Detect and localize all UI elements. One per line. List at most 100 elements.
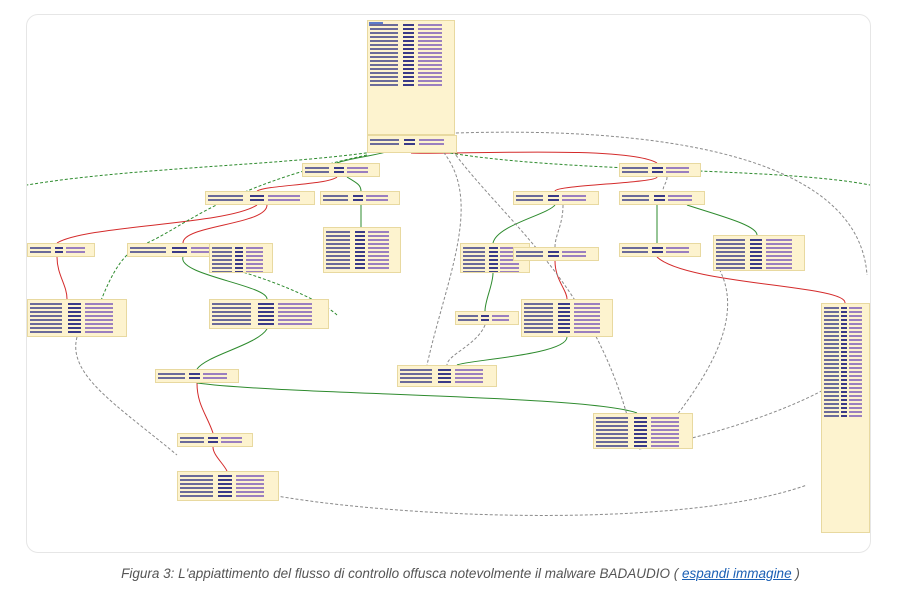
code-block[interactable] <box>320 191 400 205</box>
asm-token <box>488 247 498 249</box>
asm-token <box>622 251 648 253</box>
asm-token <box>716 247 746 249</box>
asm-line <box>596 425 690 427</box>
code-block[interactable] <box>205 191 315 205</box>
asm-token <box>463 263 485 265</box>
code-block[interactable] <box>521 299 613 337</box>
asm-token <box>180 441 204 443</box>
asm-token <box>212 307 251 309</box>
flow-edge <box>75 336 178 456</box>
asm-line <box>524 311 610 313</box>
asm-token <box>824 315 839 317</box>
asm-token <box>841 315 848 317</box>
expand-image-link[interactable]: espandi immagine <box>682 566 792 581</box>
asm-token <box>848 311 862 313</box>
code-block[interactable] <box>513 191 599 205</box>
asm-token <box>765 251 792 253</box>
code-block[interactable] <box>821 303 870 533</box>
asm-line <box>370 32 452 34</box>
asm-token <box>841 351 848 353</box>
asm-token <box>403 143 416 145</box>
asm-token <box>326 247 351 249</box>
asm-line <box>824 367 867 369</box>
asm-token <box>370 40 398 42</box>
asm-line <box>305 171 377 173</box>
asm-token <box>203 377 227 379</box>
asm-line <box>370 80 452 82</box>
code-block[interactable] <box>177 471 279 501</box>
asm-token <box>848 363 862 365</box>
code-block[interactable] <box>367 135 457 153</box>
asm-token <box>437 373 451 375</box>
asm-token <box>403 139 416 141</box>
code-block[interactable] <box>619 163 701 177</box>
code-block[interactable] <box>323 227 401 273</box>
asm-token <box>841 359 848 361</box>
asm-token <box>516 255 544 257</box>
code-block[interactable] <box>619 243 701 257</box>
asm-token <box>500 263 520 265</box>
asm-token <box>841 407 848 409</box>
caption-close: ) <box>795 566 800 581</box>
asm-token <box>417 48 443 50</box>
code-block[interactable] <box>619 191 705 205</box>
asm-token <box>400 373 432 375</box>
asm-token <box>268 195 300 197</box>
code-block[interactable] <box>177 433 253 447</box>
asm-token <box>750 243 763 245</box>
asm-token <box>558 331 571 333</box>
asm-line <box>824 383 867 385</box>
asm-token <box>848 347 862 349</box>
asm-token <box>765 255 792 257</box>
asm-token <box>180 475 213 477</box>
asm-token <box>716 267 746 269</box>
asm-token <box>750 255 763 257</box>
asm-token <box>596 421 628 423</box>
code-block[interactable] <box>209 299 329 329</box>
flow-edge <box>226 484 808 516</box>
asm-token <box>454 381 483 383</box>
code-block[interactable] <box>367 20 455 135</box>
asm-token <box>824 367 839 369</box>
asm-line <box>622 167 698 169</box>
code-block[interactable] <box>513 247 599 261</box>
asm-token <box>245 259 264 261</box>
code-block[interactable] <box>455 311 519 325</box>
asm-token <box>158 377 185 379</box>
asm-line <box>824 407 867 409</box>
asm-token <box>750 267 763 269</box>
flow-edge <box>446 324 486 366</box>
code-block[interactable] <box>27 299 127 337</box>
asm-token <box>524 319 554 321</box>
asm-line <box>824 323 867 325</box>
asm-token <box>463 271 485 272</box>
asm-token <box>633 433 647 435</box>
asm-token <box>596 417 628 419</box>
asm-token <box>558 315 571 317</box>
asm-token <box>30 307 62 309</box>
asm-line <box>326 267 398 269</box>
asm-token <box>848 403 862 405</box>
asm-token <box>323 199 349 201</box>
code-block[interactable] <box>397 365 497 387</box>
code-block[interactable] <box>155 369 239 383</box>
asm-token <box>352 199 363 201</box>
asm-token <box>346 167 369 169</box>
asm-line <box>30 315 124 317</box>
code-block[interactable] <box>302 163 380 177</box>
code-block[interactable] <box>713 235 805 271</box>
asm-line <box>596 445 690 447</box>
control-flow-graph[interactable] <box>27 15 870 552</box>
asm-token <box>848 387 862 389</box>
asm-line <box>30 323 124 325</box>
asm-line <box>212 323 326 325</box>
flow-edge <box>182 204 268 244</box>
code-block[interactable] <box>209 243 273 273</box>
asm-token <box>333 171 344 173</box>
asm-token <box>402 76 415 78</box>
asm-token <box>370 80 398 82</box>
asm-line <box>212 247 270 249</box>
code-block[interactable] <box>27 243 95 257</box>
asm-line <box>716 255 802 257</box>
code-block[interactable] <box>593 413 693 449</box>
